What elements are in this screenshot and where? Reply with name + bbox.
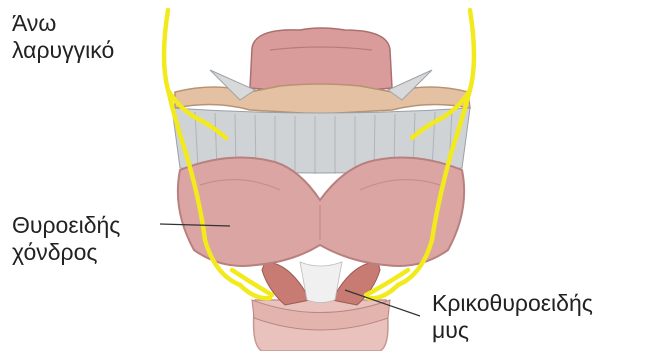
label-superior-laryngeal: Άνω λαρυγγικό	[12, 10, 114, 64]
label-thyroid-cartilage: Θυροειδής χόνδρος	[12, 212, 120, 266]
label-cricothyroid-muscle: Κρικοθυροειδής μυς	[432, 290, 593, 344]
epiglottis	[250, 28, 392, 92]
thyroid-cartilage	[178, 158, 464, 267]
hyoid-bone	[175, 84, 470, 114]
